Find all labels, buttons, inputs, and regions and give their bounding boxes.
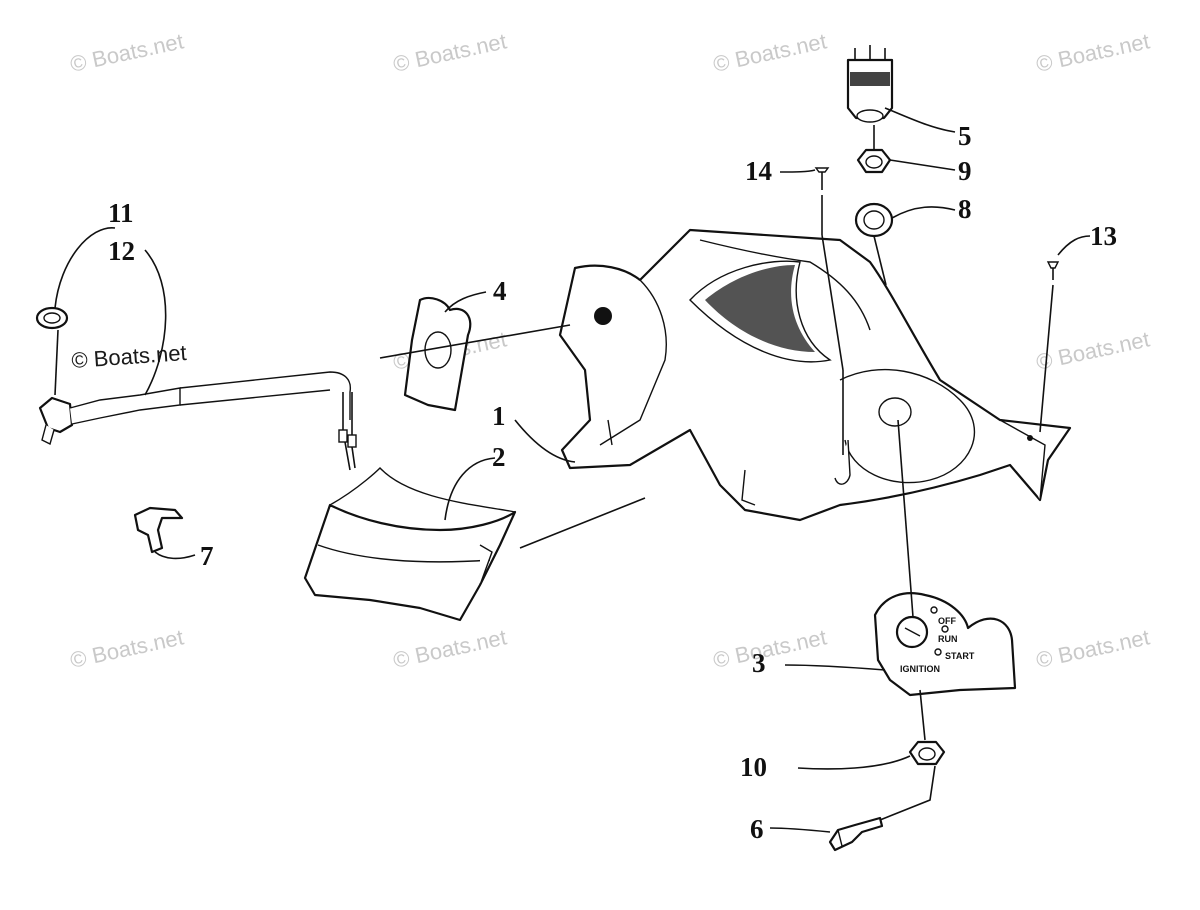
callout-9: 9	[958, 156, 972, 186]
callout-12: 12	[108, 236, 135, 266]
nut-key	[769, 740, 946, 852]
screw-14	[779, 167, 844, 455]
callout-4: 4	[493, 276, 507, 306]
callout-6: 6	[750, 814, 764, 844]
ignition-plate: OFF RUN START IGNITION	[873, 419, 1017, 741]
clip	[133, 506, 196, 560]
plate-label-start: START	[945, 651, 975, 661]
callout-8: 8	[958, 194, 972, 224]
decal-plate	[379, 296, 571, 412]
callout-13: 13	[1090, 221, 1117, 251]
callout-5: 5	[958, 121, 972, 151]
watermark: © Boats.net	[391, 624, 509, 672]
watermark: © Boats.net	[1034, 624, 1152, 672]
cable-assembly	[35, 227, 357, 471]
callout-3: 3	[752, 648, 766, 678]
watermark: © Boats.net	[71, 340, 188, 373]
watermark: © Boats.net	[711, 28, 829, 76]
callout-10: 10	[740, 752, 767, 782]
callout-2: 2	[492, 442, 506, 472]
screw-13	[1039, 235, 1091, 433]
plate-label-off: OFF	[938, 616, 956, 626]
leader-line-3	[784, 664, 886, 671]
watermark: © Boats.net	[391, 28, 509, 76]
switch-stack	[846, 45, 956, 286]
watermark: © Boats.net	[1034, 28, 1152, 76]
leader-line-2	[444, 457, 496, 521]
callout-14: 14	[745, 156, 772, 186]
console-housing	[558, 228, 1072, 522]
watermark: © Boats.net	[1034, 326, 1152, 374]
plate-label-ignition: IGNITION	[900, 664, 940, 674]
plate-label-run: RUN	[938, 634, 958, 644]
leader-line-4	[444, 291, 487, 313]
callout-1: 1	[492, 401, 506, 431]
leader-line-1	[514, 419, 576, 463]
watermark: © Boats.net	[68, 28, 186, 76]
callout-11: 11	[108, 198, 134, 228]
callout-7: 7	[200, 541, 214, 571]
watermark: © Boats.net	[68, 624, 186, 672]
front-panel	[303, 466, 646, 622]
